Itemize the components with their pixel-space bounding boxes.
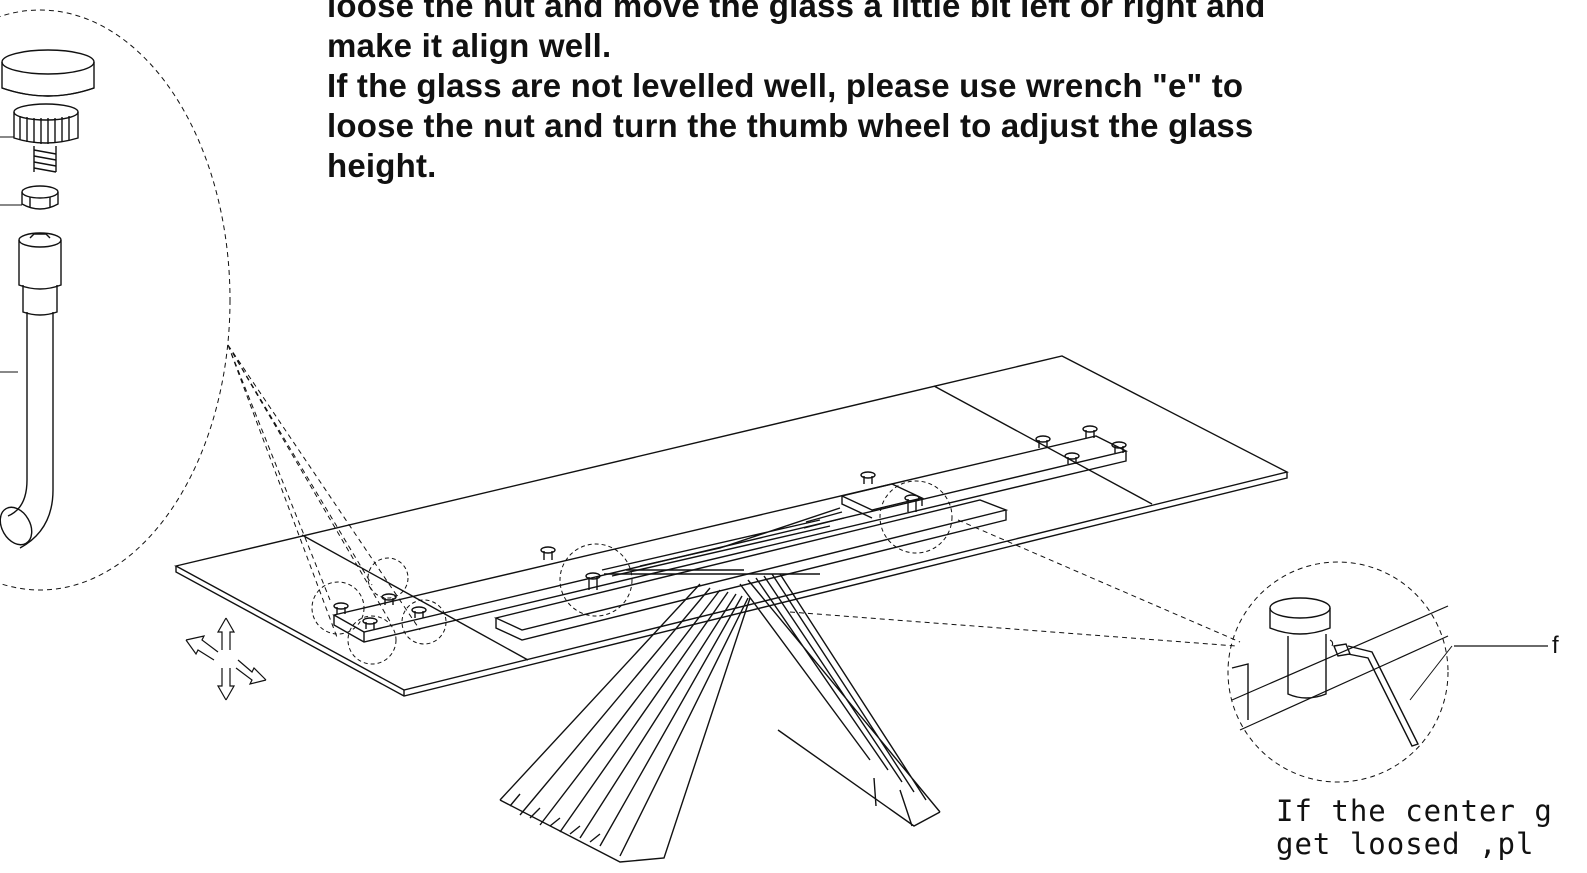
thumb-wheel-icon xyxy=(1269,597,1331,699)
left-detail-callout xyxy=(0,9,421,641)
instruction-line: If the glass are not levelled well, plea… xyxy=(327,67,1244,104)
socket-wrench-icon xyxy=(0,232,62,549)
thumb-wheel-icon xyxy=(1,49,95,173)
adjuster-knobs xyxy=(333,425,1127,629)
instruction-line: loose the nut and turn the thumb wheel t… xyxy=(327,107,1254,144)
callout-label-f: f xyxy=(1552,632,1559,659)
center-note: If the center g get loosed ,pl xyxy=(1276,795,1587,861)
detail-markers xyxy=(311,480,953,665)
table-base xyxy=(499,569,941,863)
table-frame xyxy=(332,435,1129,643)
table-top xyxy=(174,355,1289,697)
note-line: If the center g xyxy=(1276,794,1553,828)
instruction-line: loose the nut and move the glass a littl… xyxy=(327,0,1266,24)
assembly-instructions: loose the nut and move the glass a littl… xyxy=(327,0,1407,186)
instruction-line: height. xyxy=(327,147,437,184)
instruction-line: make it align well. xyxy=(327,27,612,64)
nut-icon xyxy=(21,185,59,210)
move-arrows-icon xyxy=(185,617,267,701)
allen-key-icon xyxy=(1333,643,1419,747)
right-detail-callout xyxy=(1227,561,1548,783)
note-line: get loosed ,pl xyxy=(1276,827,1535,861)
